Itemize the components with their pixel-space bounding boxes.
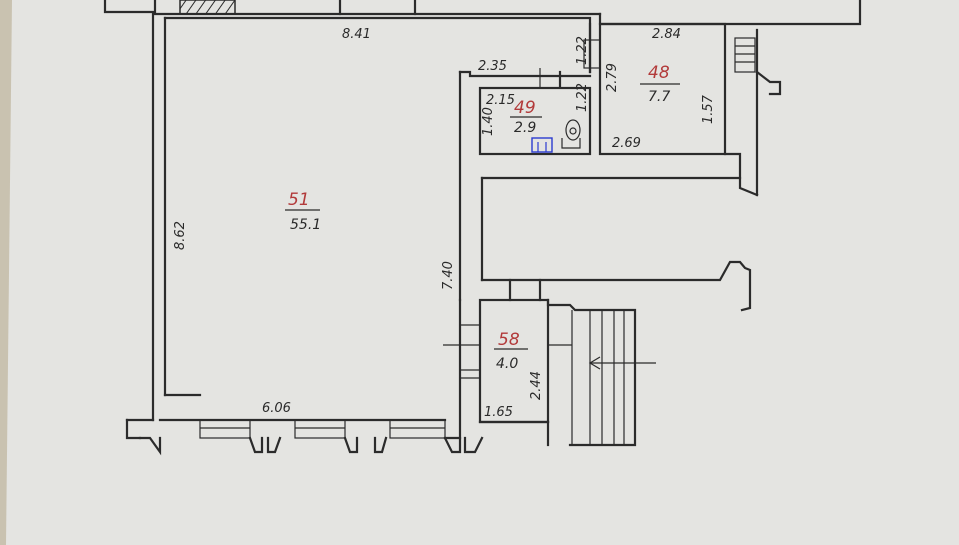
- paper-edge: [0, 0, 12, 545]
- dimension-room-49-inner-top: 2.15: [486, 93, 515, 108]
- dimension-left-wall: 8.62: [173, 221, 188, 250]
- room-area: 2.9: [514, 120, 536, 136]
- room-label-48: 48 7.7: [640, 63, 680, 105]
- dimension-room-49-top: 2.35: [478, 59, 507, 74]
- room-area: 7.7: [648, 89, 670, 105]
- dimension-room-48-top: 2.84: [652, 27, 681, 42]
- dimension-room-49-right: 1.22: [575, 83, 590, 112]
- dimension-bottom-wall: 6.06: [262, 401, 291, 416]
- room-label-49: 49 2.9: [510, 98, 542, 136]
- dimension-room-58-bottom: 1.65: [484, 405, 513, 420]
- room-58-walls: [443, 278, 656, 447]
- room-49-walls: [478, 86, 592, 156]
- room-48-walls: [583, 22, 782, 197]
- dimension-top-wall: 8.41: [342, 27, 371, 42]
- sink-icon: [531, 137, 553, 153]
- dimension-room-49-left: 1.40: [481, 107, 496, 136]
- room-area: 4.0: [496, 356, 518, 372]
- room-number: 51: [288, 190, 310, 210]
- room-number: 48: [648, 63, 670, 83]
- dimension-room-58-right: 2.44: [529, 371, 544, 400]
- dimension-room-48-right: 1.57: [701, 94, 716, 124]
- room-number: 58: [498, 330, 520, 350]
- top-boundary: [103, 0, 862, 26]
- dimension-room-48-bottom: 2.69: [612, 136, 641, 151]
- dimension-door-gap: 1.22: [575, 36, 590, 65]
- room-area: 55.1: [290, 217, 321, 233]
- room-label-51: 51 55.1: [285, 190, 321, 233]
- room-number: 49: [514, 98, 536, 118]
- room-label-58: 58 4.0: [494, 330, 528, 372]
- dimension-corridor-wall: 7.40: [441, 261, 456, 290]
- corridor-walls: [443, 68, 759, 440]
- dimension-room-48-left: 2.79: [605, 63, 620, 92]
